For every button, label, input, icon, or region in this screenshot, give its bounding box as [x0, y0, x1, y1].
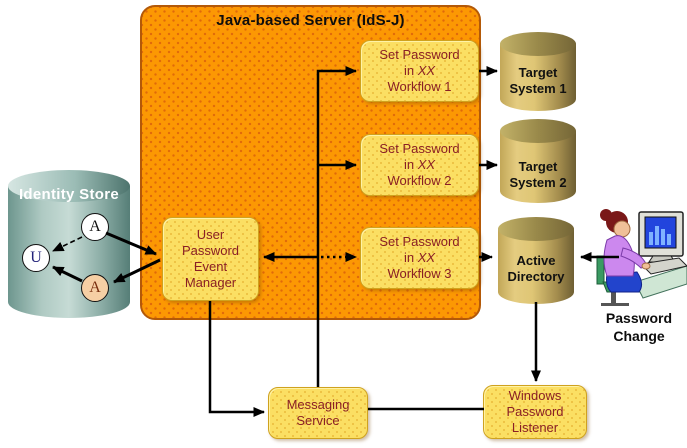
- user-password-event-manager-box: User Password Event Manager: [162, 217, 259, 301]
- screen-bars: [649, 226, 671, 245]
- workflow-2-box: Set Password in XX Workflow 2: [360, 134, 479, 196]
- workflow-3-box: Set Password in XX Workflow 3: [360, 227, 479, 289]
- target-system-1-label: Target System 1: [509, 65, 567, 97]
- server-title: Java-based Server (IdS-J): [216, 12, 405, 29]
- workflow-3-label: Set Password in XX Workflow 3: [379, 234, 460, 281]
- windows-password-listener-box: Windows Password Listener: [483, 385, 587, 439]
- account-circle-bottom: A: [81, 274, 109, 302]
- person-hair-bun: [600, 209, 612, 221]
- cylinder-shape-icon: [498, 217, 574, 304]
- monitor-screen: [644, 216, 677, 249]
- active-directory-cylinder: Active Directory: [498, 217, 574, 304]
- person-body: [603, 235, 635, 277]
- person-hair: [606, 211, 628, 233]
- target-system-1-cylinder: Target System 1: [500, 32, 576, 111]
- desk: [634, 265, 687, 299]
- active-directory-label: Active Directory: [507, 253, 565, 285]
- messaging-service-box: Messaging Service: [268, 387, 368, 439]
- identity-store-cylinder: Identity Store: [8, 170, 130, 318]
- password-change-caption: Password Change: [605, 310, 673, 345]
- workflow-1-box: Set Password in XX Workflow 1: [360, 40, 479, 102]
- monitor-stand: [648, 255, 676, 263]
- target-system-2-cylinder: Target System 2: [500, 119, 576, 203]
- target-system-2-label: Target System 2: [509, 159, 567, 191]
- monitor: [638, 211, 684, 257]
- chair-back: [596, 255, 605, 285]
- chair-base: [601, 303, 629, 306]
- chair-post: [611, 292, 616, 304]
- person-skirt: [606, 271, 643, 293]
- person-at-computer-icon: [596, 209, 687, 306]
- cylinder-shape-icon: [500, 32, 576, 111]
- person-hand: [641, 262, 651, 270]
- account-circle-top: A: [81, 213, 109, 241]
- keyboard: [639, 257, 687, 275]
- workflow-1-label: Set Password in XX Workflow 1: [379, 47, 460, 94]
- identity-store-label: Identity Store: [18, 186, 120, 203]
- cylinder-shape-icon: [500, 119, 576, 203]
- chair-seat: [602, 281, 640, 293]
- workflow-2-label: Set Password in XX Workflow 2: [379, 141, 460, 188]
- person-arm: [620, 247, 648, 269]
- person-face: [613, 220, 631, 238]
- user-circle: U: [22, 244, 50, 272]
